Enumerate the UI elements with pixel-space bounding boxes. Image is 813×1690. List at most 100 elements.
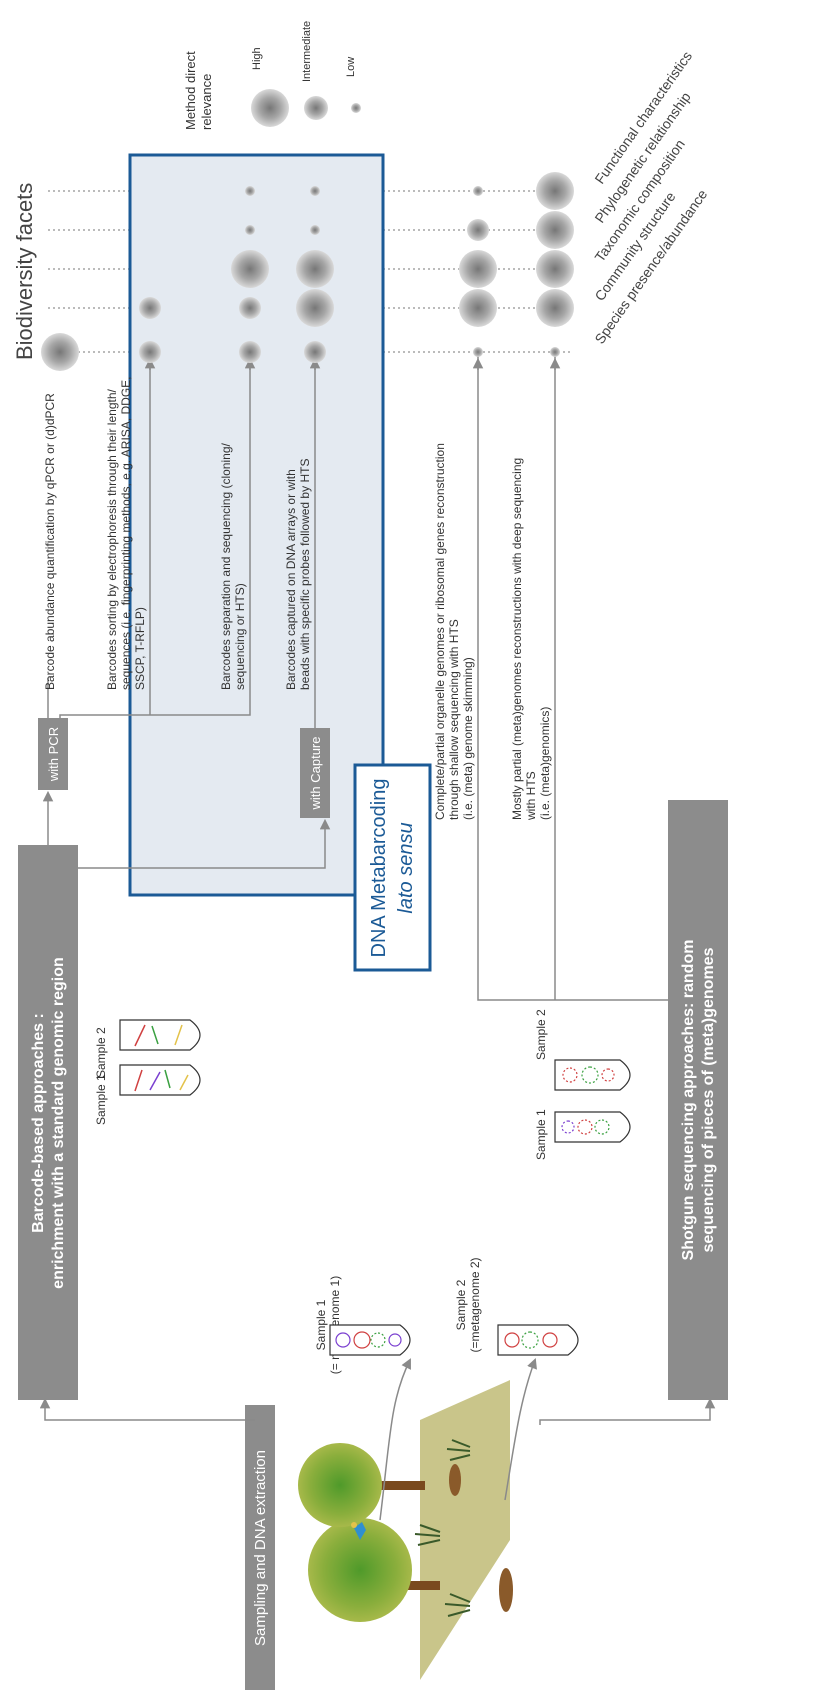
legend: Method direct relevance High Intermediat… <box>183 21 361 130</box>
field-tube-contents <box>335 1331 558 1349</box>
facet-labels: Species presence/abundance Community str… <box>591 48 710 347</box>
arrow-shotgun-branches <box>477 355 668 1001</box>
shotgun-samples: Sample 1 Sample 2 <box>534 1009 631 1160</box>
relevance-dot <box>245 186 255 196</box>
method-description: Barcodes captured on DNA arrays or withb… <box>284 459 312 690</box>
method-description: Barcode abundance quantification by qPCR… <box>43 393 57 690</box>
relevance-dot <box>467 219 489 241</box>
sampling-label: Sampling and DNA extraction <box>252 1450 269 1646</box>
relevance-dot <box>296 289 334 327</box>
method-row: Barcode abundance quantification by qPCR… <box>41 333 79 690</box>
bird-icon-head <box>351 1522 357 1528</box>
with-pcr-box <box>38 718 68 790</box>
with-pcr-label: with PCR <box>46 727 61 782</box>
legend-label-low: Low <box>345 57 357 77</box>
metabarcoding-label-line2: lato sensu <box>395 822 417 913</box>
method-row: Barcodes separation and sequencing (clon… <box>219 186 269 690</box>
with-capture-box <box>300 728 330 818</box>
legend-title-line1: Method direct <box>183 51 198 130</box>
shotgun-approaches-box <box>668 800 728 1400</box>
method-row: Complete/partial organelle genomes or ri… <box>433 186 497 820</box>
barcode-approaches-line1: Barcode-based approaches : <box>30 1013 47 1233</box>
relevance-dot <box>304 341 326 363</box>
connector-sampling-to-shotgun <box>539 1397 716 1425</box>
method-layer: Barcode abundance quantification by qPCR… <box>41 172 574 821</box>
relevance-dot <box>536 211 574 249</box>
relevance-dot <box>310 225 320 235</box>
field-sample-2-label: Sample 2 <box>454 1279 468 1330</box>
tree-crown <box>298 1443 382 1527</box>
legend-title-line2: relevance <box>199 74 214 130</box>
soil-mound <box>449 1464 461 1496</box>
method-description-line: Mostly partial (meta)genomes reconstruct… <box>510 458 524 820</box>
barcode-approaches-line2: enrichment with a standard genomic regio… <box>50 957 67 1289</box>
method-description-line: Barcode abundance quantification by qPCR… <box>43 393 57 690</box>
method-description-line: Barcodes separation and sequencing (clon… <box>219 443 233 690</box>
relevance-dot <box>536 289 574 327</box>
shotgun-sample-1-label: Sample 1 <box>534 1109 548 1160</box>
legend-dot-low <box>351 103 361 113</box>
method-description-line: (i.e. (meta)genomics) <box>538 707 552 820</box>
method-description: Barcodes sorting by electrophoresis thro… <box>105 377 147 691</box>
sampling-landscape <box>298 1380 513 1680</box>
arrow-to-sample-1 <box>379 1358 411 1521</box>
relevance-dot <box>239 341 261 363</box>
relevance-dot <box>139 297 161 319</box>
legend-dot-intermediate <box>304 96 328 120</box>
metabarcoding-region <box>128 153 385 897</box>
grass-tuft <box>414 1439 471 1617</box>
relevance-dot <box>536 250 574 288</box>
shotgun-sample-2-label: Sample 2 <box>534 1009 548 1060</box>
shotgun-approaches-line2: sequencing of pieces of (meta)genomes <box>700 947 717 1252</box>
method-description-line: SSCP, T-RFLP) <box>133 607 147 690</box>
barcode-samples: Sample 1 Sample 2 <box>94 1019 201 1125</box>
method-description-line: Barcodes captured on DNA arrays or with <box>284 469 298 690</box>
method-row: Barcodes captured on DNA arrays or withb… <box>284 186 334 690</box>
method-description-line: Barcodes sorting by electrophoresis thro… <box>105 388 119 690</box>
relevance-dot <box>231 250 269 288</box>
sample-tube <box>119 1019 201 1051</box>
relevance-dot <box>41 333 79 371</box>
method-description-line: with HTS <box>524 771 538 821</box>
method-description-line: through shallow sequencing with HTS <box>447 619 461 820</box>
soil-mound <box>499 1568 513 1612</box>
method-row: Barcodes sorting by electrophoresis thro… <box>105 297 161 690</box>
relevance-dot <box>473 186 483 196</box>
legend-label-high: High <box>251 47 263 70</box>
metabarcoding-label-box <box>353 763 432 972</box>
sampling-box <box>245 1405 275 1690</box>
bird-icon <box>354 1522 366 1540</box>
shotgun-approaches-line1: Shotgun sequencing approaches: random <box>680 940 697 1261</box>
relevance-dot <box>536 172 574 210</box>
field-sample-1: Sample 1 (= metagenome 1) <box>314 1276 411 1374</box>
metabarcoding-label-line1: DNA Metabarcoding <box>368 779 390 958</box>
arrow-pcr-branches <box>59 355 251 718</box>
relevance-dot <box>459 289 497 327</box>
method-description: Barcodes separation and sequencing (clon… <box>219 443 247 690</box>
sample-tube <box>554 1059 631 1091</box>
sample-tube <box>119 1064 201 1096</box>
field-sample-1-label: Sample 1 <box>314 1299 328 1350</box>
relevance-dot <box>310 186 320 196</box>
method-description: Complete/partial organelle genomes or ri… <box>433 443 475 820</box>
field-sample-2-sublabel: (=metagenome 2) <box>468 1257 482 1352</box>
legend-dot-high <box>251 89 289 127</box>
tree-crown <box>308 1518 412 1622</box>
relevance-dot <box>550 347 560 357</box>
legend-label-intermediate: Intermediate <box>301 21 313 82</box>
method-description-line: Complete/partial organelle genomes or ri… <box>433 443 447 820</box>
method-description: Mostly partial (meta)genomes reconstruct… <box>510 458 552 821</box>
method-description-line: (i.e. (meta) genome skimming) <box>461 657 475 820</box>
relevance-dot <box>139 341 161 363</box>
barcode-sample-1-label: Sample 1 <box>94 1074 108 1125</box>
method-description-line: sequences (i.e. fingerprinting methods, … <box>119 377 133 691</box>
ground-plot <box>420 1380 510 1680</box>
barcode-sample-2-label: Sample 2 <box>94 1027 108 1078</box>
with-capture-label: with Capture <box>308 737 323 811</box>
field-sample-2: Sample 2 (=metagenome 2) <box>454 1257 579 1356</box>
relevance-dot <box>296 250 334 288</box>
arrow-barcode-to-capture <box>78 818 331 869</box>
relevance-dot <box>459 250 497 288</box>
